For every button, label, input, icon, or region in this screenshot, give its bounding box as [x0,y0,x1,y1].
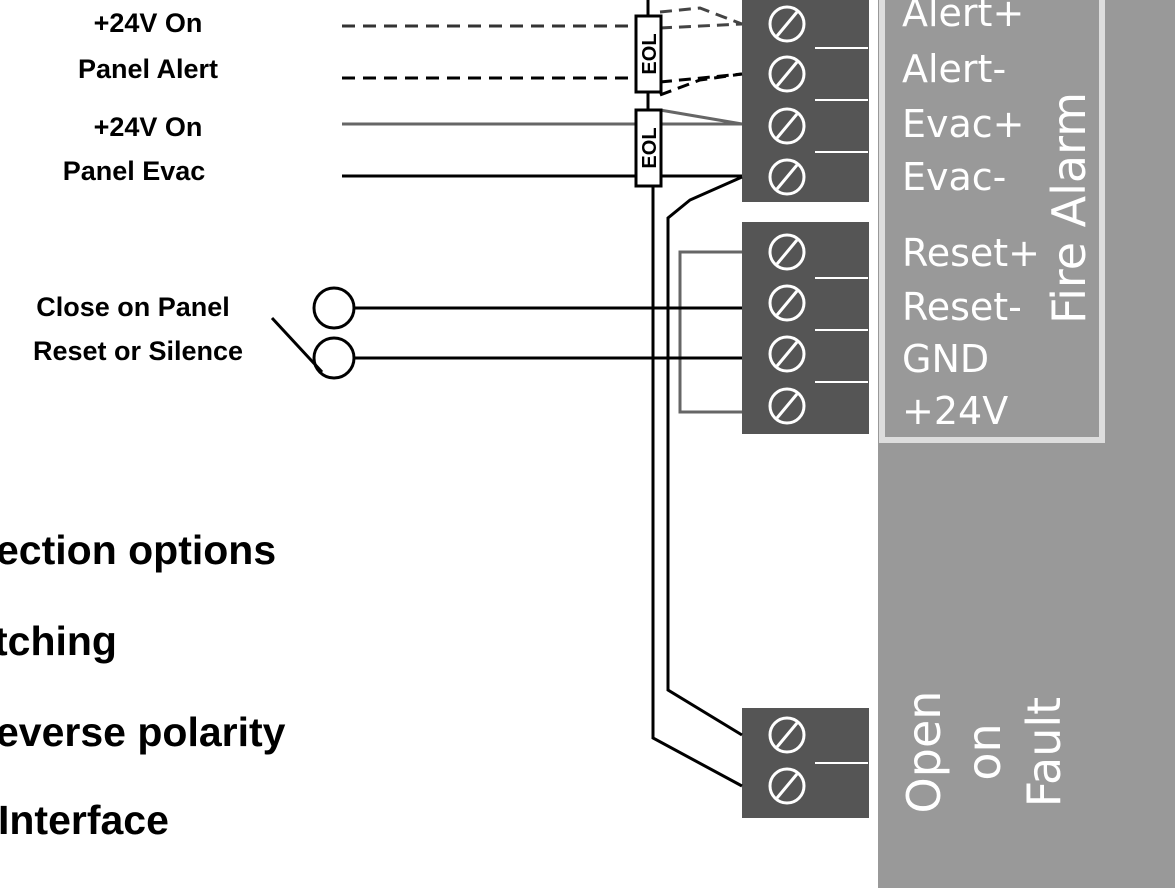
terminal-label-alert-minus: Alert- [902,47,1006,91]
evac-wires [342,108,743,178]
terminal-label-evac-minus: Evac- [902,155,1006,199]
fault-label-open: Open [897,691,951,814]
fault-label-on: on [957,723,1011,780]
alert-input-label-line2: Panel Alert [78,54,218,84]
terminal-block-top [742,0,869,202]
evac-input-label-line1: +24V On [94,112,203,142]
bullet-connection-options: ection options [0,527,276,573]
fault-label-fault: Fault [1017,697,1071,807]
eol-resistor-evac: EOL [634,108,663,188]
reset-switch [270,286,742,380]
terminal-label-reset-minus: Reset- [902,285,1022,329]
jumper-wire [678,250,742,414]
fire-alarm-group-box [879,0,1105,443]
eol-label-alert: EOL [639,33,661,74]
terminal-label-24v: +24V [902,389,1008,433]
fault-wires [651,175,743,788]
bullet-reverse-polarity: everse polarity [0,709,286,755]
terminal-screws [768,5,806,805]
alert-wires [342,6,743,97]
module-panel [878,0,1175,888]
bullet-matching: tching [0,618,117,664]
alert-input-label-line1: +24V On [94,8,203,38]
eol-resistor-alert: EOL [634,0,663,112]
bullet-interface: Interface [0,797,169,843]
terminal-label-alert-plus: Alert+ [902,0,1024,35]
reset-input-label-line2: Reset or Silence [33,336,243,366]
terminal-label-reset-plus: Reset+ [902,231,1040,275]
terminal-block-middle [742,222,869,434]
terminal-block-bottom [742,708,869,818]
evac-input-label-line2: Panel Evac [63,156,206,186]
terminal-label-gnd: GND [902,337,989,381]
terminal-label-evac-plus: Evac+ [902,102,1025,146]
fire-alarm-group-label: Fire Alarm [1042,92,1096,324]
reset-input-label-line1: Close on Panel [36,292,230,322]
eol-label-evac: EOL [639,127,661,168]
